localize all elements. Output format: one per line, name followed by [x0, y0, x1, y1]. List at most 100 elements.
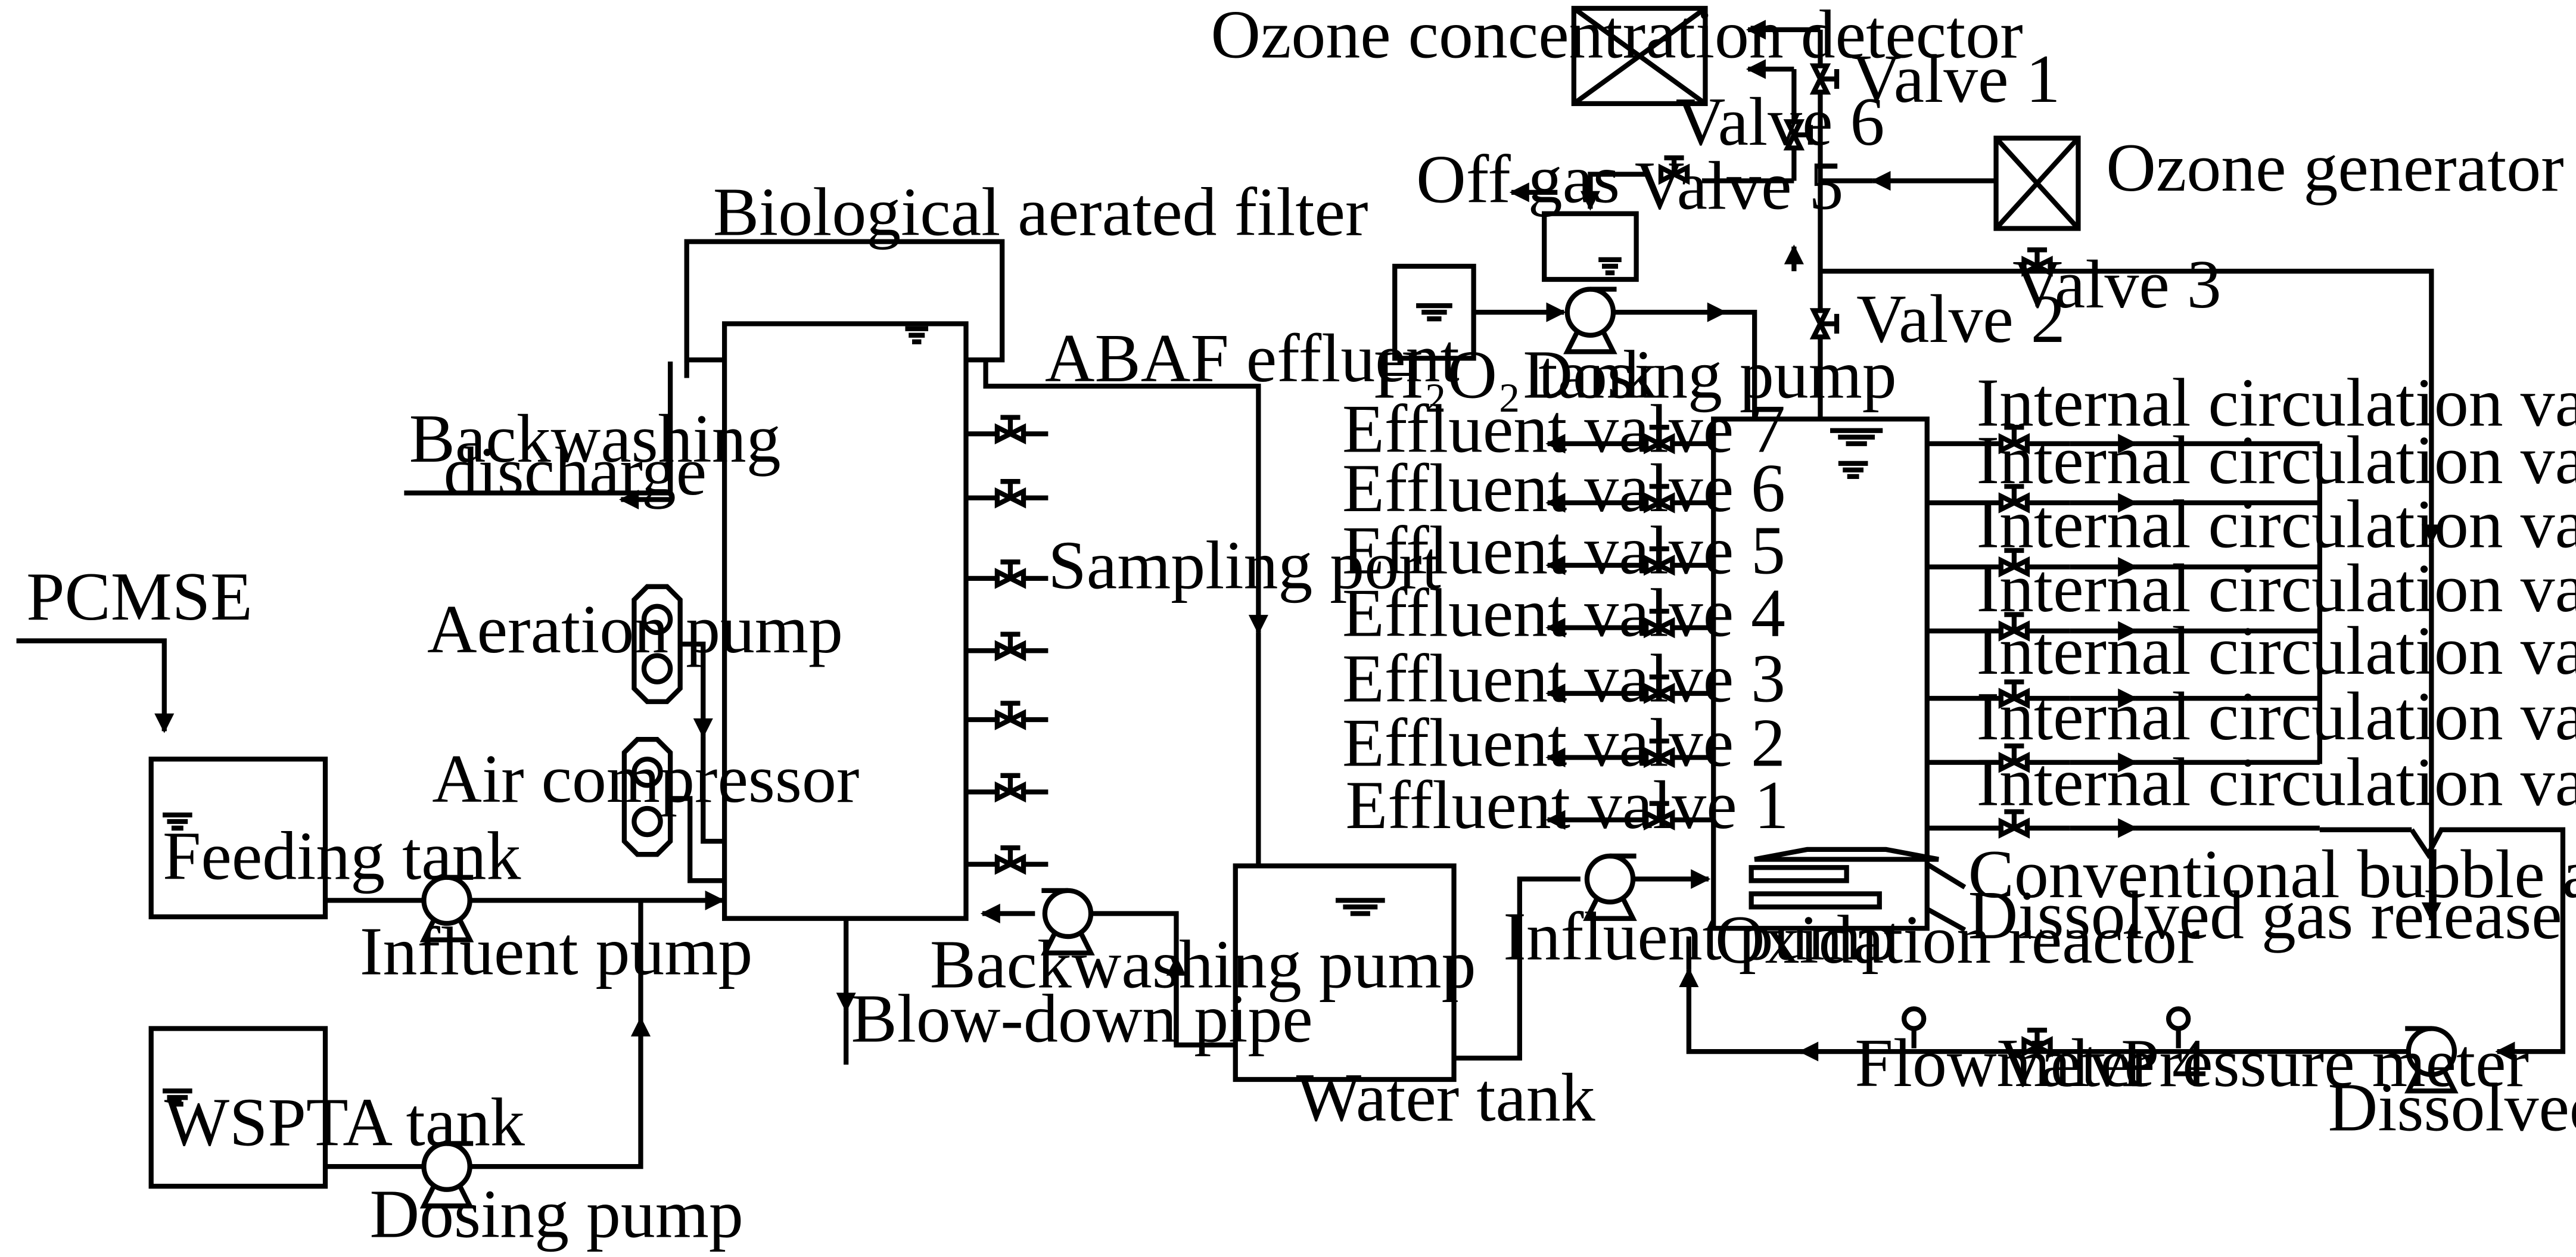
feeding-tank	[148, 757, 328, 920]
valve-5-icon	[1658, 155, 1690, 185]
baf-label: Biological aerated filter	[713, 175, 1368, 251]
circulation-valve-icon	[1998, 809, 2030, 839]
circulation-return-pipe	[2409, 827, 2566, 1062]
valve-body	[1998, 752, 2030, 773]
dosing-pump-top-label: Dosing pump	[1523, 337, 1896, 413]
valve-2-label: Valve 2	[1856, 281, 2065, 357]
sampling-port-valve-icon	[994, 773, 1026, 803]
oxidation-reactor	[1711, 416, 1930, 931]
effluent-valve-6-label: Effluent valve 6	[1342, 450, 1785, 527]
effluent-valve-icon	[1644, 546, 1675, 576]
oxidation-reactor-label: Oxidation reactor	[1715, 902, 2200, 978]
water-level-symbol	[163, 1088, 192, 1107]
backwashing-discharge-label-2: discharge	[444, 434, 707, 510]
wspta-tank-label: WSPTA tank	[164, 1084, 525, 1160]
circulation-valve-6-label: Internal circulation valve 6	[1976, 422, 2576, 499]
pressure-meter-icon	[2166, 1006, 2191, 1048]
equipment	[148, 5, 2459, 1209]
aeration-pump-icon	[631, 584, 683, 704]
circulation-valve-4-label: Internal circulation valve 4	[1976, 550, 2576, 627]
pump-rotor	[641, 603, 673, 636]
circulation-valve-icon	[1998, 425, 2030, 455]
valve-2-icon	[1809, 308, 1840, 340]
effluent-valve-icon	[1644, 608, 1675, 639]
valve-3-pipe	[1820, 269, 2441, 545]
effluent-valve-icon	[1644, 484, 1675, 514]
cross-line	[1572, 6, 1707, 106]
effluent-valve-icon	[1644, 674, 1675, 704]
water-level-symbol	[163, 812, 192, 831]
dosing-pump-bottom-icon	[419, 1141, 474, 1209]
dosing-pipe	[469, 1016, 651, 1169]
air-compressor-icon	[621, 737, 673, 857]
off-gas-washer	[1542, 211, 1639, 282]
air-compressor-label: Air compressor	[432, 741, 859, 817]
effluent-valve-7-label: Effluent valve 7	[1342, 391, 1785, 468]
effluent-valve-icon	[1644, 738, 1675, 768]
pump-rotor	[631, 805, 663, 838]
baf-column	[721, 321, 969, 921]
pressure-line	[1679, 967, 2409, 1054]
circulation-valve-icon	[1998, 612, 2030, 642]
sampling-port-valve-icon	[994, 415, 1026, 444]
aeration-pipe	[680, 642, 713, 738]
aerator-plate	[1749, 865, 1849, 883]
valve-3-label: Valve 3	[2012, 247, 2222, 323]
ozone-generator	[1993, 135, 2081, 231]
valve-3-icon	[2021, 247, 2053, 277]
flowmeter-label: Flowmeter	[1855, 1025, 2154, 1102]
circulation-valve-icon	[1998, 743, 2030, 773]
valve-5-label: Valve 5	[1635, 148, 1844, 224]
conventional-aerator-label: Conventional bubble aerator	[1968, 836, 2576, 913]
valve-4-icon	[2021, 1028, 2053, 1057]
backwashing-pump-label: Backwashing pump	[930, 927, 1476, 1003]
water-level-symbol	[1416, 303, 1452, 322]
effluent-valve-icon	[1644, 425, 1675, 455]
effluent-valve-1-label: Effluent valve 1	[1346, 767, 1789, 844]
valve-6-label: Valve 6	[1676, 84, 1885, 160]
valve-4-label: Valve 4	[1998, 1025, 2207, 1102]
valve-1-icon	[1809, 63, 1840, 95]
cross-line	[1994, 136, 2080, 231]
ozone-detector-label: Ozone concentration detector	[1211, 0, 2023, 73]
abaf-effluent-pipe	[983, 361, 1268, 635]
valve-1-label: Valve 1	[1852, 41, 2061, 117]
sampling-port-valve-icon	[994, 479, 1026, 509]
valve-body	[1644, 617, 1675, 639]
backwashing-discharge-label-1: Backwashing	[409, 401, 781, 477]
off-gas-label: Off gas	[1416, 141, 1620, 217]
circulation-valve-icon	[1998, 547, 2030, 578]
conventional-bubble-aerator-icon	[1754, 847, 1939, 862]
pcmse-label: PCMSE	[26, 559, 253, 635]
pressure-meter-label: Pressure meter	[2121, 1025, 2529, 1102]
pump-rotor	[631, 757, 663, 788]
influent-pump-right-label: Influent pump	[1503, 899, 1896, 975]
influent-pump-left-icon	[419, 875, 474, 942]
circulation-valve-1-label: Internal circulation valve 1	[1976, 744, 2576, 820]
feeding-tank-label: Feeding tank	[163, 819, 521, 895]
dissolved-gas-pump-label: Dissolved gas pump	[2328, 1069, 2576, 1146]
pcmse-inlet-pipe	[16, 638, 175, 733]
circulation-valve-7-label: Internal circulation valve 7	[1976, 365, 2576, 441]
sampling-port-label: Sampling port	[1048, 527, 1441, 603]
pump-rotor	[641, 653, 673, 684]
dosing-pump-top-icon	[1563, 287, 1617, 354]
sampling-port-valve-icon	[994, 701, 1026, 730]
abaf-effluent-label: ABAF effluent	[1045, 321, 1460, 397]
effluent-valve-4-label: Effluent valve 4	[1342, 575, 1785, 651]
water-level-symbol	[1598, 257, 1622, 276]
effluent-valve-3-label: Effluent valve 3	[1342, 641, 1785, 717]
ozone-generator-label: Ozone generator	[2106, 130, 2563, 206]
dosing-pump-bottom-label: Dosing pump	[369, 1177, 743, 1253]
circulation-valve-5-label: Internal circulation valve 5	[1976, 486, 2576, 562]
water-level-symbol	[1838, 461, 1868, 480]
aeration-pump-label: Aeration pump	[427, 592, 843, 668]
water-level-symbol	[1335, 898, 1385, 916]
circulation-valve-icon	[1998, 484, 2030, 514]
pump-body	[1564, 287, 1616, 338]
pipe-line	[1580, 172, 1647, 211]
flowmeter-icon	[1901, 1006, 1927, 1048]
influent-pump-right-icon	[1583, 853, 1637, 921]
sampling-port-valve-icon	[994, 559, 1026, 589]
